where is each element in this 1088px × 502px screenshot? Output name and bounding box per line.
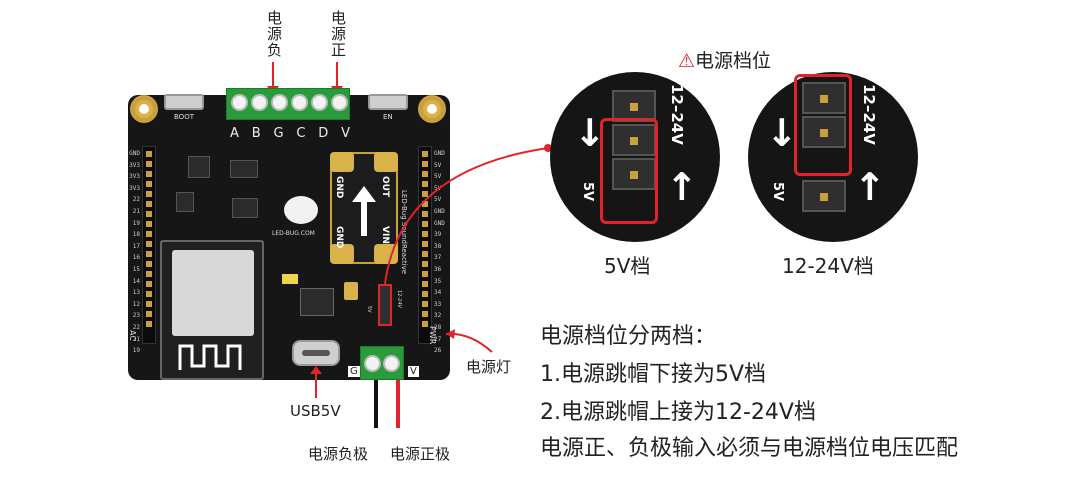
usb-pointer-head [310, 366, 322, 374]
label-usb5v: USB5V [290, 402, 341, 420]
note-line-3: 电源正、负极输入必须与电源档位电压匹配 [540, 430, 958, 462]
arrow-up-icon: ↑ [666, 168, 698, 206]
note-line-1: 1.电源跳帽下接为5V档 [540, 356, 766, 388]
arrow-up-icon-r: ↑ [854, 168, 886, 206]
label-neg-pole: 电源负极 [308, 443, 368, 464]
jumper-highlight-5v [600, 118, 658, 224]
circle-left-5v-label: 5V [580, 182, 595, 201]
warning-title: ⚠电源档位 [678, 46, 771, 73]
power-led-pointer-head [446, 329, 455, 339]
warning-title-text: 电源档位 [695, 50, 771, 72]
warning-icon: ⚠ [678, 50, 695, 72]
circle-right-5v-label: 5V [770, 182, 785, 201]
caption-12v: 12-24V档 [782, 250, 874, 279]
note-title: 电源档位分两档： [540, 318, 716, 350]
circle-right-12v-label: 12–24V [860, 84, 878, 145]
circle-left-12v-label: 12–24V [668, 84, 686, 145]
label-power-led: 电源灯 [466, 356, 511, 377]
jumper-callout-curve [385, 148, 548, 284]
label-pos-pole: 电源正极 [390, 443, 450, 464]
caption-5v: 5V档 [604, 250, 650, 279]
note-line-2: 2.电源跳帽上接为12-24V档 [540, 394, 816, 426]
header-pin-3r [802, 180, 846, 212]
jumper-highlight-12v [794, 74, 852, 176]
